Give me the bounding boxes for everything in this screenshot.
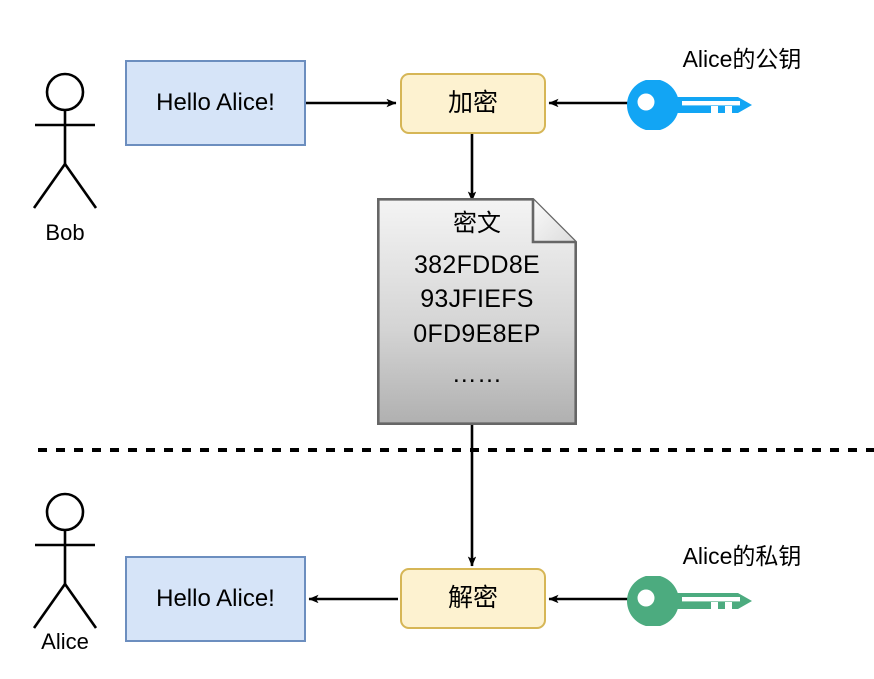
process-label: 解密 [447,584,498,612]
document-content: 密文 382FDD8E 93JFIEFS 0FD9E8EP …… [377,198,577,425]
public-key-label: Alice的公钥 [682,46,802,72]
key-icon [627,575,752,627]
document-icon [377,198,577,425]
process-box-decrypt[interactable]: 解密 [400,568,546,629]
document-lines: 382FDD8E 93JFIEFS 0FD9E8EP …… [413,250,540,390]
actor-alice-label: Alice [41,629,89,654]
actor-alice [26,490,104,635]
private-key-label: Alice的私钥 [682,543,802,569]
private-key-icon [626,575,756,631]
message-box-plaintext-bottom[interactable]: Hello Alice! [125,556,306,642]
ciphertext-line: 0FD9E8EP [413,319,541,348]
process-box-encrypt[interactable]: 加密 [400,73,546,134]
public-key-icon [626,79,756,135]
key-icon [627,79,752,131]
message-text: Hello Alice! [156,89,275,116]
ciphertext-line: 382FDD8E [413,251,541,279]
ciphertext-ellipsis: …… [451,359,503,388]
message-box-plaintext-top[interactable]: Hello Alice! [125,60,306,146]
stick-figure-icon [32,492,98,629]
actor-bob-label: Bob [45,220,85,245]
ciphertext-line: 93JFIEFS [420,285,534,314]
actor-bob [26,70,104,215]
message-text: Hello Alice! [156,585,275,612]
ciphertext-document[interactable]: 密文 382FDD8E 93JFIEFS 0FD9E8EP …… [377,198,577,425]
stick-figure-icon [32,72,98,209]
process-label: 加密 [447,89,498,117]
document-title: 密文 [453,210,501,237]
